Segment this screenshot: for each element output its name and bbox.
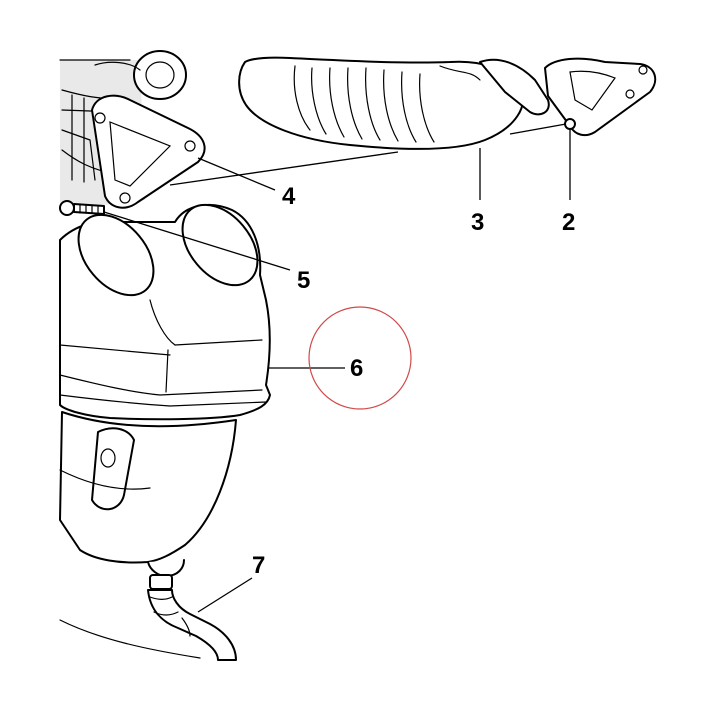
leader-4-a bbox=[197, 157, 276, 191]
intake-duct-part-3 bbox=[238, 56, 550, 150]
airbox-part-6 bbox=[59, 203, 271, 421]
leader-5 bbox=[103, 211, 291, 271]
callout-7: 7 bbox=[252, 552, 265, 579]
callout-5: 5 bbox=[297, 267, 310, 294]
callout-labels: 2 3 4 5 6 7 bbox=[252, 183, 575, 579]
leader-7 bbox=[197, 577, 253, 613]
drain-hose-part-7 bbox=[59, 574, 237, 661]
leader-2b bbox=[509, 123, 567, 135]
lower-tank bbox=[59, 411, 237, 577]
clip-part-2 bbox=[564, 118, 576, 130]
callout-3: 3 bbox=[471, 209, 484, 236]
highlight-circle bbox=[308, 306, 412, 410]
right-flange bbox=[544, 57, 657, 137]
leader-4-b bbox=[169, 151, 399, 186]
callout-4: 4 bbox=[282, 183, 296, 210]
leader-lines bbox=[103, 123, 571, 613]
callout-2: 2 bbox=[562, 209, 575, 236]
callout-6: 6 bbox=[350, 355, 363, 382]
gasket-part-4 bbox=[91, 94, 206, 209]
